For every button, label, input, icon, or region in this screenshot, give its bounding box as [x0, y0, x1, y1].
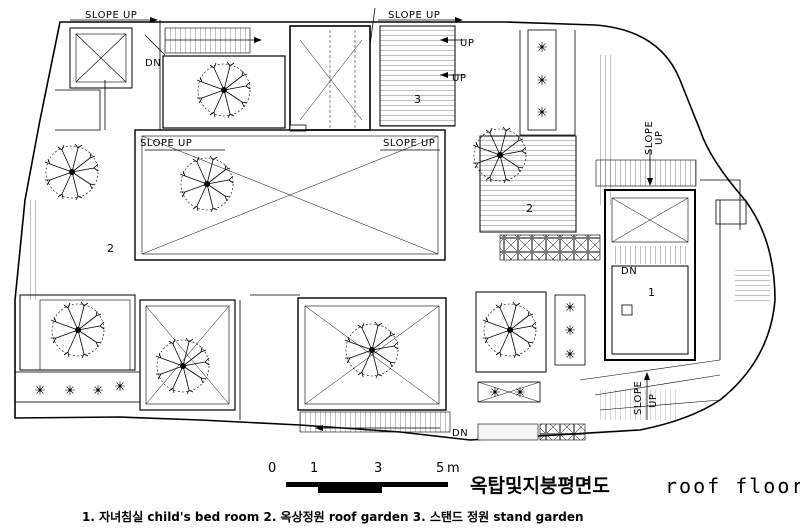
tree-icon — [44, 143, 99, 201]
plan-title-korean: 옥탑및지붕평면도 — [470, 475, 610, 497]
slope-label-vertical: SLOPE — [644, 121, 655, 155]
crosscell-band — [499, 234, 601, 261]
dn-label: DN — [452, 428, 468, 439]
childs-bedroom — [595, 159, 697, 361]
legend-text: 1. 자녀침실 child's bed room 2. 옥상정원 roof ga… — [82, 509, 584, 524]
tree-icon — [344, 321, 399, 379]
dn-label: DN — [145, 58, 161, 69]
scale-unit: m — [447, 461, 460, 476]
slope-up-label: SLOPE UP — [140, 138, 192, 149]
scale-tick: 3 — [374, 461, 382, 476]
scale-tick: 5 — [436, 461, 444, 476]
up-label-vertical: UP — [654, 131, 665, 145]
tree-icon — [155, 337, 210, 395]
planter-strip-right — [527, 29, 557, 131]
skylight-top-left — [69, 27, 133, 89]
roof-garden-right — [479, 135, 577, 233]
slope-up-label: SLOPE UP — [383, 138, 435, 149]
stair-top-left — [144, 27, 262, 56]
left-planting-hatch — [28, 200, 38, 300]
up-label-vertical: UP — [648, 394, 659, 408]
slope-label-vertical: SLOPE — [633, 381, 644, 415]
room-number: 1 — [648, 286, 655, 299]
tree-icon — [179, 155, 234, 213]
tree-icon — [482, 301, 537, 359]
garden-block-center — [134, 129, 446, 261]
tree-icon — [50, 301, 105, 359]
scale-tick: 0 — [268, 461, 276, 476]
room-number: 2 — [526, 202, 533, 215]
building-outline — [14, 21, 776, 441]
lower-right-garden — [475, 291, 547, 373]
up-label: UP — [452, 73, 466, 84]
scale-bar: 0 1 3 5 m — [268, 461, 460, 493]
stand-garden-stairs — [379, 25, 456, 127]
dn-label: DN — [621, 266, 637, 277]
tree-icon — [196, 61, 251, 119]
lower-center-skylight — [297, 297, 447, 411]
garden-block-top — [162, 55, 286, 129]
room-number: 3 — [414, 93, 421, 106]
lower-skylight — [139, 299, 236, 411]
slope-up-label: SLOPE UP — [388, 10, 440, 21]
up-label: UP — [460, 38, 474, 49]
scale-tick: 1 — [310, 461, 318, 476]
slope-up-label: SLOPE UP — [85, 10, 137, 21]
plan-title-english: roof floor — [665, 474, 800, 498]
room-number: 2 — [107, 242, 114, 255]
